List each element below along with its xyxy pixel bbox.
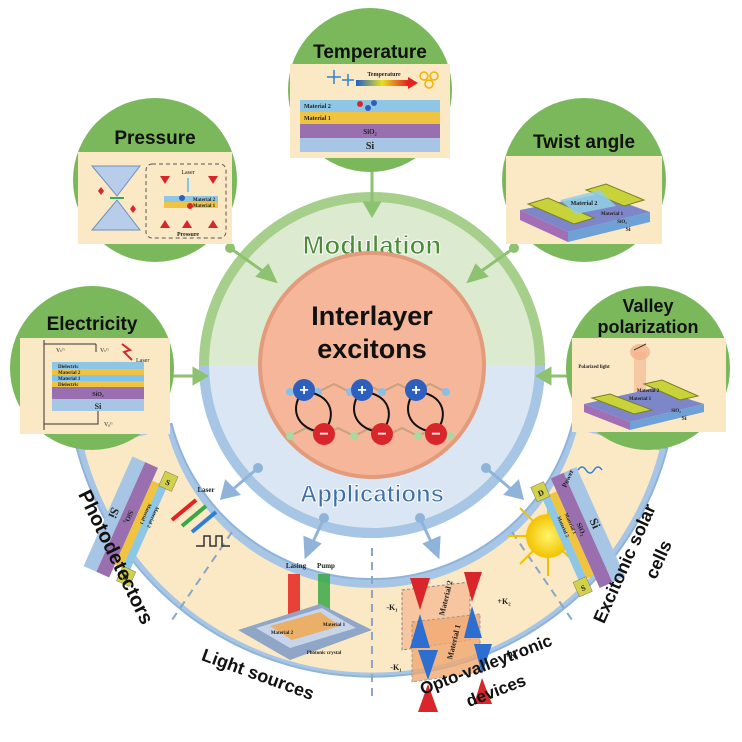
pressure-title: Pressure xyxy=(114,128,195,149)
svg-text:Material 1: Material 1 xyxy=(323,623,346,628)
svg-text:Material 2: Material 2 xyxy=(193,198,216,203)
pressure-arrows-icon xyxy=(160,176,218,228)
svg-text:Laser: Laser xyxy=(197,486,214,494)
svg-text:SiO₂: SiO₂ xyxy=(92,392,104,398)
modulation-connectors xyxy=(164,165,580,386)
modulation-label: Modulation xyxy=(303,230,442,260)
temperature-node: Temperature Temperature Material 2 Mater… xyxy=(288,8,452,172)
svg-text:Vₜᴳ: Vₜᴳ xyxy=(56,348,65,354)
opto-valleytronic-inset: Material 2 Material 1 -K₁ +K₂ -K₁ +K₁ xyxy=(386,572,519,712)
light-source-inset: Lasing Pump Material 2 Material 1 Photon… xyxy=(238,562,372,660)
svg-text:Photonic crystal: Photonic crystal xyxy=(307,651,342,656)
svg-text:+K₂: +K₂ xyxy=(497,597,511,606)
temperature-title: Temperature xyxy=(313,42,427,63)
svg-text:Material 1: Material 1 xyxy=(304,116,331,122)
valley-title-line2: polarization xyxy=(597,317,698,337)
svg-text:Pump: Pump xyxy=(317,562,335,570)
svg-text:Material 1: Material 1 xyxy=(58,377,81,382)
hole-particle xyxy=(351,379,373,401)
heat-circles-icon xyxy=(419,71,439,89)
thermo-arrow xyxy=(356,80,408,86)
pressure-node: Pressure Laser Material 2 Material 1 Pre… xyxy=(73,98,237,262)
svg-text:Material 1: Material 1 xyxy=(193,204,216,209)
power-wave-icon xyxy=(577,466,603,474)
svg-text:Material 2: Material 2 xyxy=(271,631,294,636)
svg-text:Si: Si xyxy=(366,141,375,152)
svg-text:-K₁: -K₁ xyxy=(390,663,402,672)
center-title-line2: excitons xyxy=(317,334,427,364)
svg-text:Si: Si xyxy=(95,402,102,411)
svg-text:Si: Si xyxy=(625,227,630,233)
svg-text:Dielectric: Dielectric xyxy=(58,365,79,370)
svg-text:Vₜᴳ: Vₜᴳ xyxy=(100,348,109,354)
svg-text:Material 2: Material 2 xyxy=(571,201,598,207)
svg-text:Material 2: Material 2 xyxy=(304,104,331,110)
pulse-signal-icon xyxy=(196,535,230,547)
solar-cell-inset: D S Material 2 Material 1 SiO₂ Si Power xyxy=(508,466,626,598)
svg-text:SiO₂: SiO₂ xyxy=(363,128,376,136)
fan-divider xyxy=(511,531,575,624)
laser-beams-icon xyxy=(170,498,218,534)
valley-polarization-node: Valley polarization Polarized light Mate… xyxy=(566,286,730,450)
exciton-pair: + − xyxy=(351,379,393,445)
svg-text:D: D xyxy=(121,572,130,583)
laser-bolt-icon xyxy=(121,343,133,361)
twist-angle-title: Twist angle xyxy=(533,132,635,153)
valley-title-line1: Valley xyxy=(622,296,673,316)
application-connectors xyxy=(219,466,525,560)
svg-text:Material 1: Material 1 xyxy=(601,212,624,217)
electron-particle xyxy=(425,423,447,445)
center-circle xyxy=(258,251,486,479)
exciton-pair: + − xyxy=(293,379,335,445)
svg-text:−: − xyxy=(377,426,386,443)
svg-text:-K₁: -K₁ xyxy=(386,603,398,612)
svg-text:Si: Si xyxy=(681,416,686,422)
svg-text:+: + xyxy=(411,382,420,399)
svg-text:+: + xyxy=(357,382,366,399)
center-title-line1: Interlayer xyxy=(311,301,433,331)
svg-text:SiO₂: SiO₂ xyxy=(671,409,681,414)
electron-particle xyxy=(313,423,335,445)
photodetector-inset: S D Material 2 Material 1 SiO₂ Si Laser xyxy=(83,456,230,587)
electricity-node: Electricity Vₜᴳ Vₜᴳ Laser Dielectric Mat… xyxy=(10,286,174,450)
hole-particle xyxy=(405,379,427,401)
svg-text:Material 2: Material 2 xyxy=(58,371,81,376)
svg-text:+K₁: +K₁ xyxy=(505,651,519,660)
applications-fan-panel xyxy=(84,429,660,673)
exciton-pair: + − xyxy=(405,379,447,445)
svg-text:Material 1: Material 1 xyxy=(629,397,652,402)
twist-angle-node: Twist angle Material 2 Material 1 SiO₂ S… xyxy=(502,98,666,262)
svg-text:S: S xyxy=(579,583,587,593)
svg-text:S: S xyxy=(164,478,172,488)
svg-text:Polarized light: Polarized light xyxy=(578,365,610,370)
snowflake-icon xyxy=(327,70,354,86)
fan-divider xyxy=(169,531,233,624)
svg-text:Material 2: Material 2 xyxy=(637,389,660,394)
svg-text:+: + xyxy=(299,382,308,399)
applications-fan xyxy=(75,422,669,698)
hole-particle xyxy=(293,379,315,401)
svg-text:SiO₂: SiO₂ xyxy=(617,220,627,225)
svg-text:−: − xyxy=(319,426,328,443)
svg-text:−: − xyxy=(431,426,440,443)
svg-text:D: D xyxy=(537,488,546,499)
svg-text:Pressure: Pressure xyxy=(177,232,199,238)
solar-cells-label-line2: cells xyxy=(641,537,676,582)
svg-text:Laser: Laser xyxy=(181,170,194,176)
ring-outline-bottom xyxy=(199,364,545,538)
exciton-lattice: + − + − + − xyxy=(286,379,454,445)
diamond-anvil-icon xyxy=(90,165,142,231)
thermo-label: Temperature xyxy=(367,72,401,78)
svg-text:Dielectric: Dielectric xyxy=(58,383,79,388)
svg-text:Laser: Laser xyxy=(136,358,149,364)
valley-cone-icon xyxy=(410,572,492,712)
svg-text:Lasing: Lasing xyxy=(286,562,307,570)
applications-label: Applications xyxy=(300,481,444,508)
svg-text:Vᵦᴳ: Vᵦᴳ xyxy=(104,422,113,428)
electricity-title: Electricity xyxy=(47,314,138,335)
electron-particle xyxy=(371,423,393,445)
